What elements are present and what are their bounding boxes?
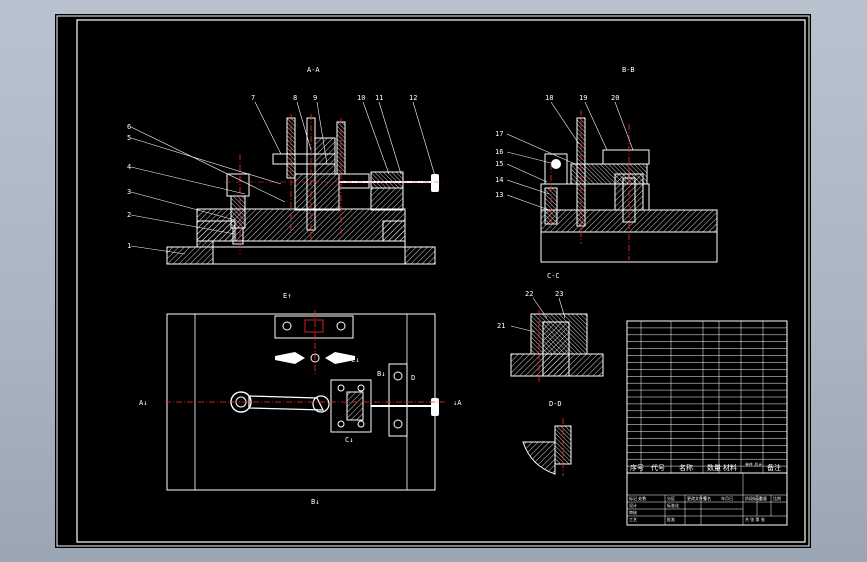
bill-of-materials: 序号 代号 名称 数量 材料 单件 总计 备注	[626, 320, 788, 474]
section-cc-view: C-C 21 22 23	[497, 272, 604, 382]
tb-weight: 重量	[759, 495, 767, 501]
b-bottom-mark: B↓	[311, 498, 319, 506]
tb-signature: 签名	[703, 495, 711, 501]
support-block	[314, 137, 336, 175]
callout-5: 5	[127, 134, 131, 142]
section-dd-label: D-D	[549, 400, 562, 408]
view-e-label: E↑	[283, 292, 291, 300]
tb-date: 年月日	[721, 495, 733, 501]
callout-21: 21	[497, 322, 505, 330]
callout-16: 16	[495, 148, 503, 156]
callout-22: 22	[525, 290, 533, 298]
dd-body	[522, 441, 556, 475]
plan-screw-bracket	[388, 363, 408, 437]
bom-header-row: 序号 代号 名称 数量 材料 单件 总计 备注	[630, 461, 781, 472]
tb-approve: 批准	[667, 516, 675, 522]
callout-12: 12	[409, 94, 417, 102]
clamp-screw-left	[230, 195, 246, 229]
callout-15: 15	[495, 160, 503, 168]
base-plate	[196, 208, 406, 242]
c-mark: C↓	[351, 356, 359, 364]
callout-18: 18	[545, 94, 553, 102]
callout-2: 2	[127, 211, 131, 219]
bom-header-name: 名称	[679, 463, 693, 472]
tb-standard: 标准化	[667, 502, 679, 508]
tb-marks: 标记 处数	[629, 495, 646, 501]
bom-header-material: 材料	[723, 463, 737, 472]
tb-design: 设计	[629, 502, 637, 508]
title-block: 标记 处数 分区 更改文件号 签名 年月日 设计 标准化 阶段标记 重量 比例 …	[626, 472, 788, 526]
a-right-mark: ↓A	[453, 399, 462, 407]
bb-eccentric-hole	[551, 159, 561, 169]
callout-20: 20	[611, 94, 619, 102]
section-cc-label: C-C	[547, 272, 560, 280]
base-outline	[166, 246, 436, 265]
outer-frame	[56, 15, 810, 547]
callout-leaders-aa-top	[254, 101, 436, 177]
plan-top-bracket	[274, 315, 354, 339]
callout-4: 4	[127, 163, 131, 171]
callout-23: 23	[555, 290, 563, 298]
bom-header-qty: 数量	[707, 463, 721, 472]
callout-19: 19	[579, 94, 587, 102]
tb-change-doc: 更改文件号	[687, 495, 707, 501]
tb-scale: 比例	[773, 495, 781, 501]
callout-13: 13	[495, 191, 503, 199]
nut-left	[232, 227, 244, 245]
tb-review: 审核	[629, 509, 637, 515]
a-left-mark: A↓	[139, 399, 147, 407]
callout-3: 3	[127, 188, 131, 196]
section-dd-view: D-D	[522, 400, 572, 476]
bom-header-weight: 单件 总计	[745, 461, 762, 467]
tb-process: 工艺	[629, 517, 637, 522]
d-mark: D	[411, 374, 415, 382]
bom-header-code: 代号	[651, 463, 665, 472]
section-bb-view: B-B 17 16 15 14 13 18 19 20	[495, 66, 718, 263]
right-block	[370, 171, 404, 189]
clamp-block-left	[226, 173, 250, 197]
callout-leaders-bb	[506, 101, 634, 211]
clamp-lever-right	[325, 352, 355, 364]
callout-9: 9	[313, 94, 317, 102]
cc-bushing	[542, 321, 570, 377]
b-left-mark: B↓	[377, 370, 385, 378]
callout-11: 11	[375, 94, 383, 102]
bb-eccentric	[544, 153, 568, 185]
c-bottom-mark: C↓	[345, 436, 353, 444]
cad-drawing: A-A 6 5 4	[56, 15, 810, 547]
plan-view: E↑ A↓ ↓A B↓ C↓ C↓ B↓ D	[139, 292, 462, 506]
bom-header-no: 序号	[630, 463, 644, 472]
callout-8: 8	[293, 94, 297, 102]
plan-knob[interactable]	[431, 398, 439, 416]
right-support	[370, 187, 404, 211]
callout-17: 17	[495, 130, 503, 138]
section-aa-label: A-A	[307, 66, 320, 74]
knob[interactable]	[431, 174, 439, 192]
bb-bolt	[622, 177, 636, 223]
tb-zone: 分区	[667, 495, 675, 501]
bom-header-remark: 备注	[767, 463, 781, 472]
section-bb-label: B-B	[622, 66, 635, 74]
drawing-sheet: A-A 6 5 4	[55, 14, 811, 548]
tb-stage: 阶段标记	[745, 495, 761, 501]
inner-frame	[76, 19, 806, 543]
clamp-lever-left	[275, 352, 305, 364]
callout-14: 14	[495, 176, 503, 184]
section-aa-view: A-A 6 5 4	[127, 66, 445, 265]
callout-leaders-aa-left	[130, 126, 286, 255]
callout-7: 7	[251, 94, 255, 102]
tb-sheets: 共 张 第 张	[745, 516, 765, 522]
callout-6: 6	[127, 123, 131, 131]
bb-top-plate	[602, 149, 650, 165]
workpiece-arm	[248, 395, 324, 411]
callout-10: 10	[357, 94, 365, 102]
callout-1: 1	[127, 242, 131, 250]
center-body	[294, 173, 340, 211]
